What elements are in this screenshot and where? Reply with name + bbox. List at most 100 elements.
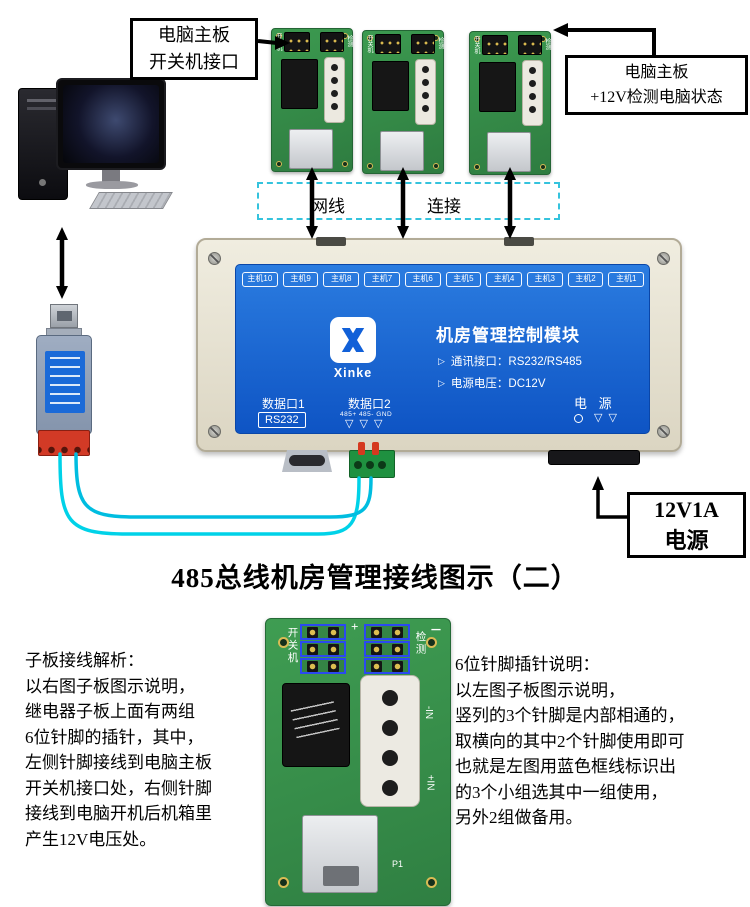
host-port-label: 主机6 xyxy=(404,272,441,287)
molex-pin-hole xyxy=(529,106,536,113)
molex-pin-hole xyxy=(331,90,338,97)
module-front-panel: 主机10 主机9 主机8 主机7 主机6 主机5 主机4 主机3 主机2 主机1… xyxy=(235,264,650,434)
pc-screen xyxy=(63,85,159,163)
detect-pins-label: 检测 xyxy=(346,35,352,47)
molex-pin-hole xyxy=(422,79,429,86)
pin xyxy=(392,643,403,655)
arrow-power-supply xyxy=(592,476,627,519)
molex-pin-hole xyxy=(382,750,398,766)
switch-pins-label: 开关机 xyxy=(286,627,298,665)
switch-pins-label: 开关机 xyxy=(366,35,372,53)
converter-body xyxy=(36,335,92,435)
pin-pair-blue-frame xyxy=(364,624,410,640)
terminal-triangle-icon: ▽ xyxy=(359,418,368,430)
xinke-logo-icon xyxy=(341,328,365,352)
spec-power-text: 电源电压：DC12V xyxy=(450,378,546,390)
power-icon xyxy=(574,414,583,423)
screw xyxy=(657,252,670,265)
data-port1-type: RS232 xyxy=(258,412,306,428)
relay-board-1: 开关机 检测 xyxy=(271,28,353,172)
detect-pin-header xyxy=(320,32,344,52)
module-title: 机房管理控制模块 xyxy=(436,326,580,345)
detect-pin-header xyxy=(518,35,542,55)
network-cable-box: 网线 连接 xyxy=(257,182,560,220)
relay xyxy=(372,61,409,111)
pc-converter-double-arrow xyxy=(56,227,68,299)
pin xyxy=(328,660,339,672)
host-port-row: 主机10 主机9 主机8 主机7 主机6 主机5 主机4 主机3 主机2 主机1 xyxy=(242,272,645,287)
data-port2-terminal-icons: ▽ ▽ ▽ xyxy=(345,419,382,430)
switch-pins-label: 开关机 xyxy=(473,36,479,54)
host-port-label: 主机4 xyxy=(486,272,522,287)
pc-power-button xyxy=(39,179,46,186)
in-neg-label: -IN xyxy=(423,705,435,720)
molex-pin-hole xyxy=(331,77,338,84)
data-port1-label: 数据口1 xyxy=(262,397,305,411)
molex-connector xyxy=(415,59,436,125)
xinke-logo xyxy=(330,317,376,363)
molex-pin-hole xyxy=(382,690,398,706)
plus-mark: + xyxy=(351,619,359,634)
notes-right-title: 6位针脚插针说明： xyxy=(455,655,600,674)
screw xyxy=(208,252,221,265)
switch-pin-group xyxy=(300,624,346,675)
pc-drive-slot xyxy=(27,99,59,102)
notes-right: 6位针脚插针说明： 以左图子板图示说明， 竖列的3个针脚是内部相通的， 取横向的… xyxy=(455,652,750,831)
relay xyxy=(479,62,516,112)
pin xyxy=(371,643,382,655)
molex-pin-hole xyxy=(331,64,338,71)
terminal-hole xyxy=(354,461,362,469)
mount-hole xyxy=(474,36,480,42)
in-pos-label: +IN xyxy=(424,774,436,791)
spec-power: ▷ 电源电压：DC12V xyxy=(438,375,546,391)
db9-slot xyxy=(289,455,325,466)
pin xyxy=(307,626,318,638)
mount-hole xyxy=(433,163,439,169)
pc-monitor-base xyxy=(86,181,138,189)
data-port2-pins: 485+ 485- GND xyxy=(340,411,393,418)
pin xyxy=(371,626,382,638)
notes-right-body: 以左图子板图示说明， 竖列的3个针脚是内部相通的， 取横向的其中2个针脚使用即可… xyxy=(455,680,685,828)
notes-left-body: 以右图子板图示说明， 继电器子板上面有两组 6位针脚的插针，其中， 左侧针脚接线… xyxy=(25,676,212,849)
rj45-jack xyxy=(487,132,531,172)
callout-power-supply: 12V1A 电源 xyxy=(627,492,746,558)
detect-pins-label: 检测 xyxy=(544,38,550,50)
din-clip xyxy=(504,237,534,246)
mount-hole xyxy=(540,164,546,170)
molex-connector xyxy=(360,675,420,807)
switch-pin-header xyxy=(284,32,310,52)
mount-hole xyxy=(278,877,289,888)
mount-hole xyxy=(426,877,437,888)
molex-pin-hole xyxy=(529,93,536,100)
converter-terminal-block xyxy=(38,430,90,456)
host-port-label: 主机1 xyxy=(608,272,645,287)
relay xyxy=(281,59,318,109)
host-port-label: 主机7 xyxy=(364,272,400,287)
mount-hole xyxy=(474,164,480,170)
pin-pair-blue-frame xyxy=(300,624,346,640)
rj45-jack xyxy=(380,131,424,171)
pc-monitor xyxy=(56,78,166,170)
pin xyxy=(328,626,339,638)
relay xyxy=(282,683,350,767)
pc-monitor-stand xyxy=(102,170,120,182)
pc-keyboard xyxy=(89,192,173,209)
notes-left-title: 子板接线解析： xyxy=(25,651,144,670)
minus-mark: － xyxy=(430,623,443,637)
terminal-hole xyxy=(378,461,386,469)
pin xyxy=(328,643,339,655)
molex-pin-hole xyxy=(422,66,429,73)
diagram-title: 485总线机房管理接线图示（二） xyxy=(171,563,579,593)
spec-comm-text: 通讯接口：RS232/RS485 xyxy=(450,356,582,368)
host-port-label: 主机10 xyxy=(242,272,278,287)
mount-hole xyxy=(276,161,282,167)
mount-hole xyxy=(367,163,373,169)
pin xyxy=(392,660,403,672)
power-label: 电 源 xyxy=(574,396,616,411)
relay-daughter-board-large: 开关机 检测 + － -IN +IN P1 xyxy=(265,618,451,906)
molex-pin-hole xyxy=(382,720,398,736)
pin-pair-blue-frame xyxy=(364,641,410,657)
converter-label xyxy=(45,351,85,413)
spec-comm: ▷ 通讯接口：RS232/RS485 xyxy=(438,353,582,369)
